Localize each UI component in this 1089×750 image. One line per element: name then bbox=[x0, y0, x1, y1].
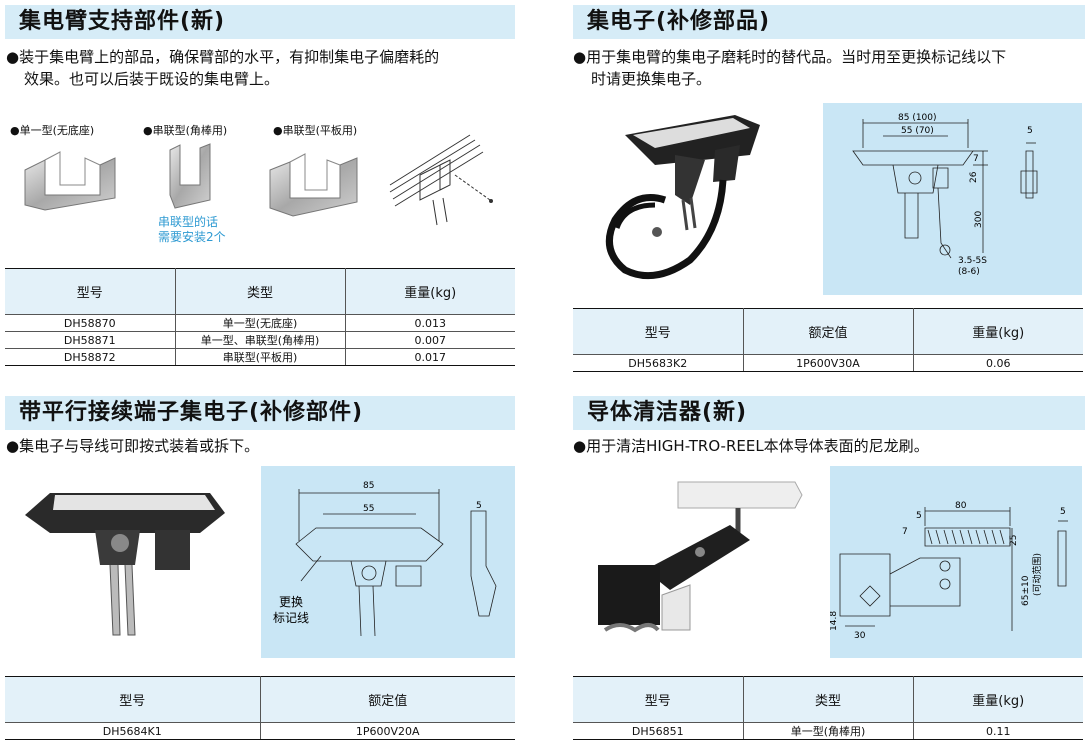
section-title-conductor-cleaner: 导体清洁器(新) bbox=[573, 396, 1085, 430]
cell-rating: 1P600V30A bbox=[743, 354, 914, 372]
section-title-collector: 集电子(补修部品) bbox=[573, 5, 1085, 39]
collector-drawing: 85 (100) 55 (70) 7 26 300 3.5-5S (8-6) 5 bbox=[852, 113, 1038, 277]
dim-side-width: 5 bbox=[476, 501, 482, 511]
cell-type: 单一型(无底座) bbox=[175, 314, 346, 332]
col-header-type: 类型 bbox=[743, 676, 914, 723]
desc-line-1: ●装于集电臂上的部品，确保臂部的水平，有抑制集电子偏磨耗的 bbox=[6, 48, 440, 66]
col-header-type: 类型 bbox=[175, 268, 346, 315]
col-header-model: 型号 bbox=[5, 676, 261, 723]
section-description: ●用于清洁HIGH-TRO-REEL本体导体表面的尼龙刷。 bbox=[573, 437, 929, 455]
section-description: ●集电子与导线可即按式装着或拆下。 bbox=[6, 437, 260, 455]
support-part-single-image bbox=[24, 151, 116, 211]
series-install-note: 串联型的话 需要安装2个 bbox=[158, 215, 226, 245]
replace-mark-label-1: 更换 bbox=[279, 595, 303, 609]
dim-side-width: 5 bbox=[1027, 126, 1033, 136]
dim-base: 14.8 bbox=[830, 611, 839, 631]
dim-movable-height: 65±10 bbox=[1021, 575, 1031, 606]
dim-side-width: 5 bbox=[1060, 507, 1066, 517]
cell-type: 串联型(平板用) bbox=[175, 348, 346, 366]
dim-cable-length: 300 bbox=[974, 211, 984, 228]
dim-mount-width: 30 bbox=[854, 631, 866, 641]
note-line-2: 需要安装2个 bbox=[158, 230, 226, 244]
dim-brush-width: 80 bbox=[955, 501, 967, 511]
col-header-rating: 额定值 bbox=[260, 676, 515, 723]
dim-terminal: 3.5-5S bbox=[958, 256, 987, 266]
col-header-weight: 重量(kg) bbox=[913, 676, 1083, 723]
label-single-type: ●单一型(无底座) bbox=[10, 124, 95, 137]
dim-thickness: 7 bbox=[902, 527, 908, 537]
cell-model: DH58871 bbox=[5, 331, 176, 349]
section-title-support-parts: 集电臂支持部件(新) bbox=[5, 5, 515, 39]
dim-width-outer: 85 bbox=[363, 481, 374, 491]
cell-weight: 0.06 bbox=[913, 354, 1083, 372]
col-header-model: 型号 bbox=[5, 268, 176, 315]
replace-mark-label-2: 标记线 bbox=[273, 611, 309, 625]
cell-model: DH58870 bbox=[5, 314, 176, 332]
installed-diagram bbox=[389, 134, 493, 226]
cell-model: DH5684K1 bbox=[5, 722, 261, 740]
section-description: ●用于集电臂的集电子磨耗时的替代品。当时用至更换标记线以下 时请更换集电子。 bbox=[573, 46, 1089, 90]
conductor-cleaner-drawing: 80 5 7 25 65±10 (可动范围) 14.8 30 5 bbox=[830, 501, 1068, 641]
section-description: ●装于集电臂上的部品，确保臂部的水平，有抑制集电子偏磨耗的 效果。也可以后装于既… bbox=[6, 46, 521, 90]
col-header-weight: 重量(kg) bbox=[345, 268, 515, 315]
collector-photo bbox=[605, 115, 760, 280]
col-header-weight: 重量(kg) bbox=[913, 308, 1083, 355]
col-header-model: 型号 bbox=[573, 308, 744, 355]
cell-type: 单一型、串联型(角棒用) bbox=[175, 331, 346, 349]
dim-terminal-alt: (8-6) bbox=[958, 267, 980, 277]
label-series-angle: ●串联型(角棒用) bbox=[143, 124, 228, 137]
dim-edge: 5 bbox=[916, 511, 922, 521]
col-header-rating: 额定值 bbox=[743, 308, 914, 355]
label-series-flat: ●串联型(平板用) bbox=[273, 124, 358, 137]
cell-weight: 0.11 bbox=[913, 722, 1083, 740]
conductor-cleaner-photo bbox=[598, 481, 803, 633]
cell-model: DH5683K2 bbox=[573, 354, 744, 372]
cell-weight: 0.013 bbox=[345, 314, 515, 332]
cell-type: 单一型(角棒用) bbox=[743, 722, 914, 740]
cell-model: DH56851 bbox=[573, 722, 744, 740]
dim-width-inner: 55 bbox=[363, 504, 374, 514]
collector-drawing-panel bbox=[823, 103, 1082, 295]
desc-line-1: ●用于集电臂的集电子磨耗时的替代品。当时用至更换标记线以下 bbox=[573, 48, 1007, 66]
cell-rating: 1P600V20A bbox=[260, 722, 515, 740]
dim-brush-height: 25 bbox=[1009, 535, 1019, 546]
section-title-parallel-collector: 带平行接续端子集电子(补修部件) bbox=[5, 396, 515, 430]
support-part-angle-image bbox=[169, 143, 211, 209]
note-line-1: 串联型的话 bbox=[158, 215, 219, 229]
parallel-collector-drawing-panel bbox=[261, 466, 515, 658]
cell-weight: 0.017 bbox=[345, 348, 515, 366]
col-header-model: 型号 bbox=[573, 676, 744, 723]
dim-width-inner: 55 (70) bbox=[901, 126, 934, 136]
dim-movable-range: (可动范围) bbox=[1031, 553, 1043, 596]
parallel-collector-drawing: 85 55 5 更换 标记线 bbox=[273, 481, 497, 637]
parallel-collector-photo bbox=[25, 493, 225, 636]
desc-line-2: 效果。也可以后装于既设的集电臂上。 bbox=[24, 70, 280, 88]
dim-width-outer: 85 (100) bbox=[898, 113, 937, 123]
desc-line-2: 时请更换集电子。 bbox=[591, 70, 712, 88]
dim-height: 26 bbox=[969, 171, 979, 183]
cell-weight: 0.007 bbox=[345, 331, 515, 349]
support-part-flat-image bbox=[269, 153, 358, 217]
dim-thickness: 7 bbox=[973, 154, 979, 164]
cell-model: DH58872 bbox=[5, 348, 176, 366]
